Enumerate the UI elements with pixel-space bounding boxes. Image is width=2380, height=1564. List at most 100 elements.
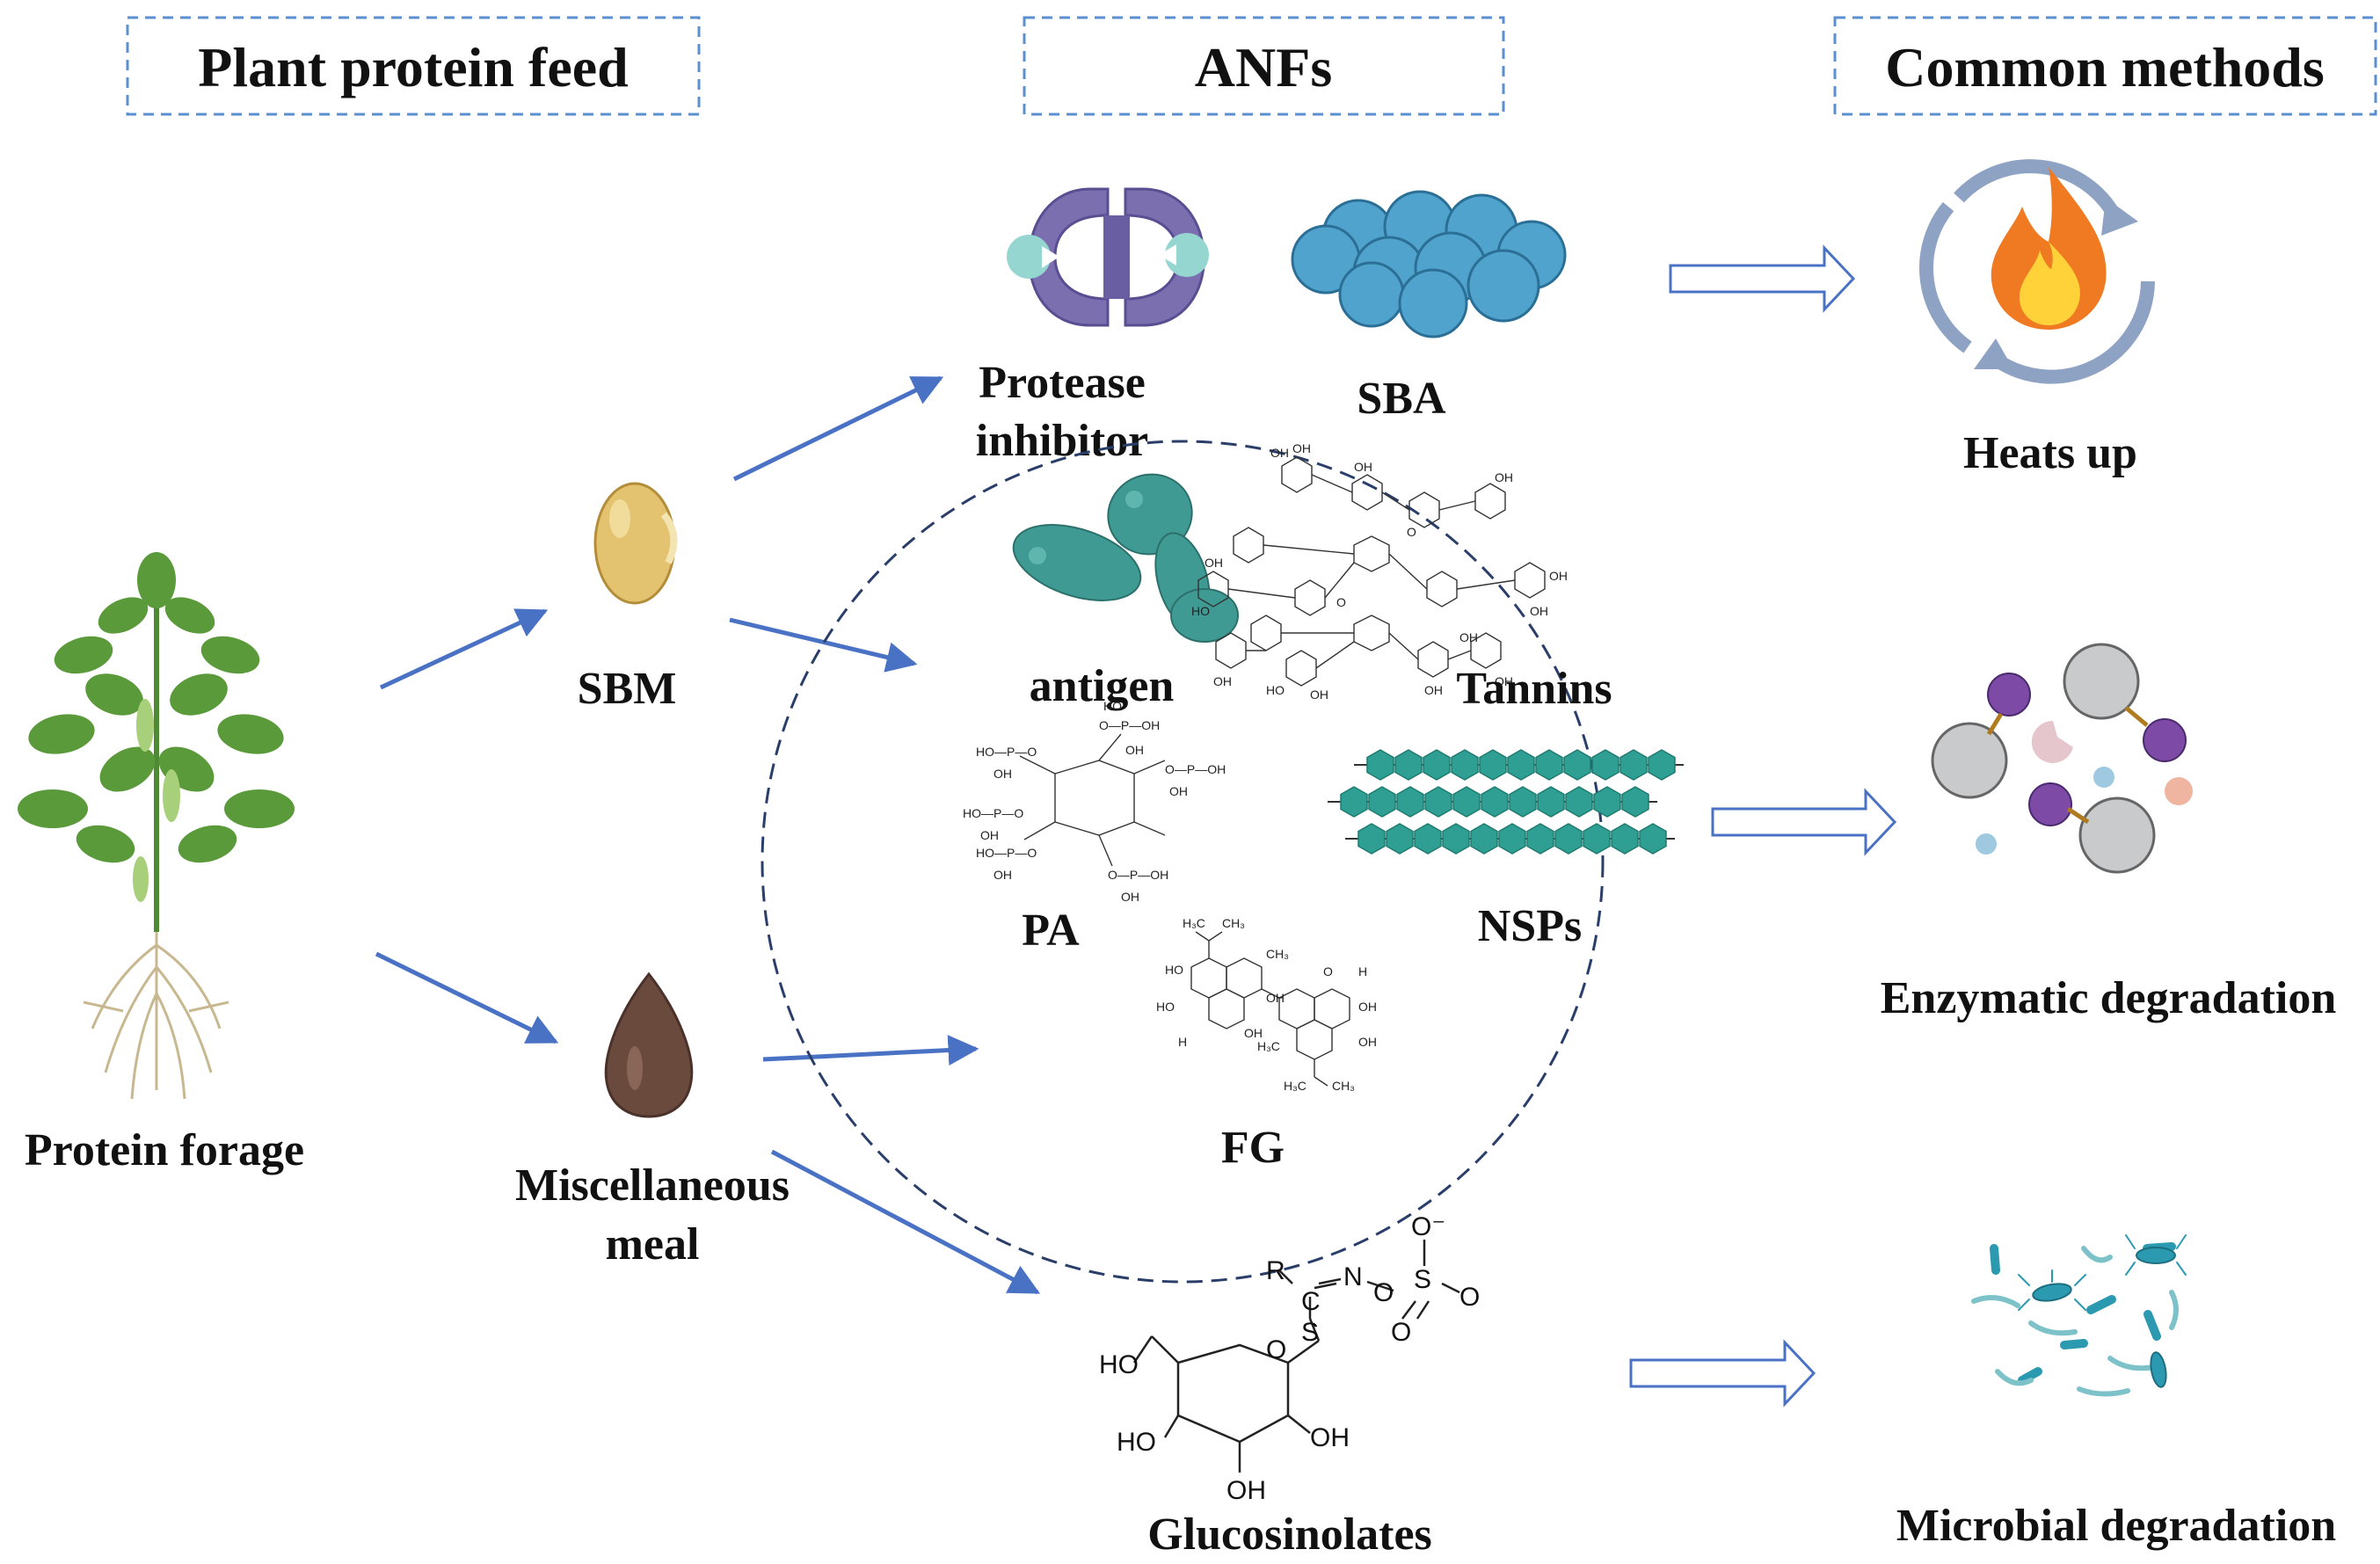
nsp-hexagon (1424, 786, 1452, 818)
nsp-hexagon (1565, 786, 1593, 818)
nsp-hexagon (1498, 823, 1526, 855)
nsp-hexagon (1535, 749, 1563, 781)
nsp-hexagon (1591, 749, 1619, 781)
nsp-hexagon (1452, 786, 1481, 818)
nsp-hexagon (1611, 823, 1639, 855)
svg-text:H₃C: H₃C (1183, 916, 1205, 930)
microbes-icon (1971, 1234, 2187, 1397)
pa-structure: HO—P—O OH O—P—OH HO OH O—P—OH OH HO—P—O … (963, 699, 1226, 904)
nsp-hexagon (1583, 823, 1611, 855)
svg-text:CH₃: CH₃ (1266, 947, 1289, 961)
svg-text:HO—P—O: HO—P—O (963, 806, 1023, 820)
svg-text:OH: OH (1310, 687, 1328, 702)
soybean-icon (593, 482, 678, 605)
nsp-hexagon (1621, 786, 1649, 818)
svg-text:OH: OH (1169, 784, 1188, 798)
nsp-hexagon (1537, 786, 1565, 818)
sba-icon (1291, 190, 1567, 338)
svg-text:CH₃: CH₃ (1222, 916, 1245, 930)
nsp-hexagon (1442, 823, 1470, 855)
nsp-hexagon (1639, 823, 1667, 855)
svg-text:OH: OH (993, 767, 1012, 781)
header-anfs: ANFs (1023, 16, 1505, 116)
svg-text:HO: HO (1266, 683, 1285, 697)
svg-text:HO: HO (1156, 1000, 1175, 1014)
glucosinolates-oh-1: OH (1226, 1476, 1266, 1505)
arrow-to-enzyme (1711, 788, 1897, 856)
nsp-hexagon (1479, 749, 1507, 781)
nsp-hexagon (1366, 749, 1394, 781)
svg-text:HO—P—O: HO—P—O (976, 846, 1037, 860)
svg-text:OH: OH (1459, 630, 1478, 644)
svg-text:O: O (1407, 525, 1416, 539)
svg-text:O: O (1336, 595, 1346, 609)
header-common-methods: Common methods (1833, 16, 2377, 116)
svg-text:OH: OH (1213, 674, 1232, 688)
arrow-sbm-to-circle (729, 617, 918, 673)
nsp-hexagon (1648, 749, 1676, 781)
enzymatic-degradation-label: Enzymatic degradation (1881, 973, 2337, 1023)
nsp-hexagon (1386, 823, 1414, 855)
flow-arrows (375, 375, 1041, 1295)
svg-text:OH: OH (1270, 446, 1289, 460)
miscellaneous-meal-label-line2: meal (606, 1219, 700, 1269)
pa-label: PA (1022, 906, 1080, 956)
microbial-degradation-label: Microbial degradation (1896, 1501, 2336, 1551)
sba-label: SBA (1357, 374, 1446, 424)
arrow-sbm-to-protease (732, 375, 944, 482)
nsp-hexagon (1368, 786, 1396, 818)
plant-icon (18, 552, 295, 1100)
nsp-hexagon (1563, 749, 1591, 781)
nsp-hexagon (1394, 749, 1423, 781)
nsps-structure (1328, 749, 1684, 855)
arrow-to-microbes (1629, 1339, 1816, 1408)
header-anfs-label: ANFs (1195, 36, 1332, 98)
glucosinolates-bridge-o: O (1373, 1278, 1394, 1307)
nsp-hexagon (1414, 823, 1442, 855)
glucosinolates-ring-o: O (1266, 1335, 1286, 1364)
arrow-forage-to-meal (375, 951, 559, 1044)
glucosinolates-n: N (1343, 1262, 1363, 1291)
glucosinolates-o-4: O (1391, 1318, 1411, 1347)
enzyme-icon (1931, 643, 2193, 874)
svg-text:OH: OH (980, 828, 999, 842)
svg-text:OH: OH (1125, 743, 1144, 757)
antigen-icon (1012, 473, 1239, 643)
glucosinolates-structure: O HO HO OH OH S C R N O S O⁻ O O (1099, 1212, 1480, 1505)
nsp-hexagon (1593, 786, 1621, 818)
svg-text:O—P—OH: O—P—OH (1165, 762, 1226, 776)
glucosinolates-ho-1: HO (1099, 1350, 1139, 1379)
svg-text:OH: OH (1358, 1000, 1377, 1014)
svg-text:H₃C: H₃C (1257, 1039, 1280, 1053)
nsp-hexagon (1470, 823, 1498, 855)
header-plant-protein-feed-label: Plant protein feed (198, 36, 628, 98)
nsp-hexagon (1554, 823, 1583, 855)
svg-text:H: H (1178, 1035, 1187, 1049)
svg-text:O: O (1323, 964, 1333, 978)
svg-text:HO: HO (1103, 699, 1122, 713)
glucosinolates-sulfur: S (1414, 1265, 1431, 1294)
miscellaneous-meal-label-line1: Miscellaneous (515, 1160, 790, 1211)
svg-text:CH₃: CH₃ (1332, 1079, 1355, 1093)
nsp-hexagon (1481, 786, 1509, 818)
svg-text:OH: OH (1424, 683, 1443, 697)
flame-cycle-icon (1919, 159, 2155, 384)
glucosinolates-c: C (1301, 1287, 1321, 1316)
glucosinolates-ho-2: HO (1117, 1428, 1156, 1457)
fg-label: FG (1221, 1123, 1285, 1173)
protease-inhibitor-icon (1007, 187, 1209, 327)
nsps-label: NSPs (1478, 901, 1582, 951)
nsp-hexagon (1340, 786, 1368, 818)
svg-text:OH: OH (1292, 441, 1311, 455)
svg-text:OH: OH (1354, 460, 1372, 474)
svg-text:H: H (1358, 964, 1367, 978)
arrow-meal-to-circle (762, 1035, 979, 1066)
nsp-hexagon (1509, 786, 1537, 818)
nsp-hexagon (1396, 786, 1424, 818)
anf-group-circle (761, 440, 1605, 1284)
protease-inhibitor-label-line1: Protease (979, 358, 1146, 408)
antigen-label: antigen (1030, 661, 1175, 711)
nsp-hexagon (1526, 823, 1554, 855)
